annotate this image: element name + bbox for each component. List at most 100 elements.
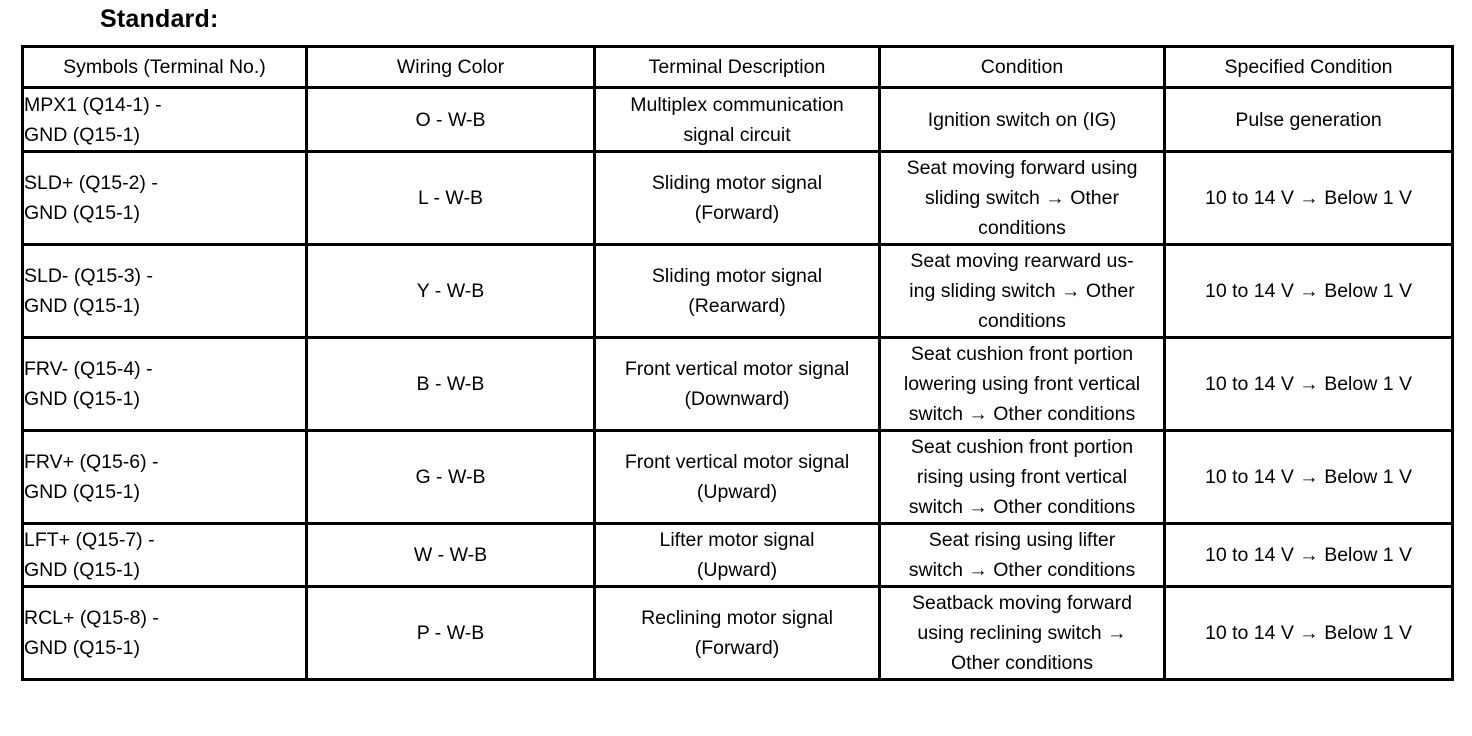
condition-line-3: conditions (978, 310, 1066, 332)
table-row: SLD+ (Q15-2) - GND (Q15-1) L - W-B Slidi… (21, 150, 1454, 246)
condition-line-1: Seat rising using lifter (928, 529, 1116, 551)
symbol-line-2: GND (Q15-1) (24, 295, 140, 317)
condition-line-1: Seat moving forward using (906, 157, 1138, 179)
symbol-line-2: GND (Q15-1) (24, 123, 140, 146)
column-header-terminal-description: Terminal Description (593, 45, 881, 89)
column-header-specified-condition-label: Specified Condition (1224, 56, 1393, 78)
symbol-line-1: SLD+ (Q15-2) - (24, 172, 158, 194)
cell-wiring-color: W - W-B (305, 522, 596, 588)
condition-line-1: Seatback moving forward (911, 592, 1133, 614)
symbol-line-2: GND (Q15-1) (24, 637, 140, 659)
cell-symbols: LFT+ (Q15-7) - GND (Q15-1) (21, 522, 308, 588)
condition-line-1: Seat moving rearward us- (910, 250, 1134, 272)
cell-wiring-color: Y - W-B (305, 243, 596, 339)
description-line-1: Reclining motor signal (641, 607, 833, 629)
cell-wiring-color: O - W-B (305, 86, 596, 153)
cell-terminal-description: Sliding motor signal (Forward) (593, 150, 881, 246)
cell-symbols: FRV+ (Q15-6) - GND (Q15-1) (21, 429, 308, 525)
column-header-condition-label: Condition (980, 56, 1064, 78)
cell-wiring-color: P - W-B (305, 585, 596, 681)
cell-condition: Seat moving forward using sliding switch… (878, 150, 1166, 246)
column-header-symbols-label: Symbols (Terminal No.) (63, 56, 266, 78)
table-row: FRV- (Q15-4) - GND (Q15-1) B - W-B Front… (21, 336, 1454, 432)
description-line-2: (Forward) (694, 637, 780, 659)
table-row: LFT+ (Q15-7) - GND (Q15-1) W - W-B Lifte… (21, 522, 1454, 588)
cell-terminal-description: Front vertical motor signal (Downward) (593, 336, 881, 432)
table-row: MPX1 (Q14-1) - GND (Q15-1) O - W-B Multi… (21, 86, 1454, 153)
cell-symbols: RCL+ (Q15-8) - GND (Q15-1) (21, 585, 308, 681)
cell-condition: Seat cushion front portion rising using … (878, 429, 1166, 525)
condition-line-2: sliding switch → Other (925, 187, 1119, 209)
cell-terminal-description: Sliding motor signal (Rearward) (593, 243, 881, 339)
description-line-1: Multiplex communication (630, 93, 844, 116)
condition-line-3: Other conditions (951, 652, 1093, 674)
symbol-line-1: LFT+ (Q15-7) - (24, 529, 155, 551)
description-line-2: (Upward) (696, 559, 778, 581)
standard-spec-table: Symbols (Terminal No.) Wiring Color Term… (21, 45, 1454, 681)
description-line-2: (Upward) (696, 481, 778, 503)
page-title: Standard: (100, 5, 219, 33)
cell-terminal-description: Lifter motor signal (Upward) (593, 522, 881, 588)
condition-line-1: Seat cushion front portion (910, 343, 1134, 365)
symbol-line-1: FRV+ (Q15-6) - (24, 451, 159, 473)
symbol-line-2: GND (Q15-1) (24, 388, 140, 410)
symbol-line-2: GND (Q15-1) (24, 481, 140, 503)
cell-specified-condition: 10 to 14 V → Below 1 V (1163, 336, 1454, 432)
cell-symbols: FRV- (Q15-4) - GND (Q15-1) (21, 336, 308, 432)
table-body: MPX1 (Q14-1) - GND (Q15-1) O - W-B Multi… (21, 86, 1454, 681)
symbol-line-1: SLD- (Q15-3) - (24, 265, 153, 287)
cell-condition: Seat cushion front portion lowering usin… (878, 336, 1166, 432)
table-row: SLD- (Q15-3) - GND (Q15-1) Y - W-B Slidi… (21, 243, 1454, 339)
cell-terminal-description: Reclining motor signal (Forward) (593, 585, 881, 681)
description-line-1: Sliding motor signal (651, 172, 823, 194)
table-row: RCL+ (Q15-8) - GND (Q15-1) P - W-B Recli… (21, 585, 1454, 681)
description-line-2: (Rearward) (688, 295, 786, 317)
cell-specified-condition: 10 to 14 V → Below 1 V (1163, 429, 1454, 525)
symbol-line-1: RCL+ (Q15-8) - (24, 607, 159, 629)
cell-symbols: SLD- (Q15-3) - GND (Q15-1) (21, 243, 308, 339)
cell-specified-condition: Pulse generation (1163, 86, 1454, 153)
cell-terminal-description: Multiplex communication signal circuit (593, 86, 881, 153)
column-header-specified-condition: Specified Condition (1163, 45, 1454, 89)
description-line-2: signal circuit (683, 123, 791, 146)
description-line-1: Lifter motor signal (659, 529, 815, 551)
description-line-2: (Downward) (684, 388, 790, 410)
column-header-condition: Condition (878, 45, 1166, 89)
condition-line-3: conditions (978, 217, 1066, 239)
description-line-1: Front vertical motor signal (624, 451, 850, 473)
table-head: Symbols (Terminal No.) Wiring Color Term… (21, 45, 1454, 89)
condition-line-2: lowering using front vertical (903, 373, 1141, 395)
standard-spec-table-wrapper: Symbols (Terminal No.) Wiring Color Term… (21, 45, 1454, 681)
cell-wiring-color: G - W-B (305, 429, 596, 525)
condition-line-2: using reclining switch → (917, 622, 1127, 644)
condition-line-3: switch → Other conditions (908, 496, 1136, 518)
table-row: FRV+ (Q15-6) - GND (Q15-1) G - W-B Front… (21, 429, 1454, 525)
cell-wiring-color: B - W-B (305, 336, 596, 432)
condition-line-3: switch → Other conditions (908, 403, 1136, 425)
cell-terminal-description: Front vertical motor signal (Upward) (593, 429, 881, 525)
cell-condition: Seatback moving forward using reclining … (878, 585, 1166, 681)
description-line-1: Sliding motor signal (651, 265, 823, 287)
condition-line-2: ing sliding switch → Other (909, 280, 1135, 302)
cell-wiring-color: L - W-B (305, 150, 596, 246)
cell-condition: Seat rising using lifter switch → Other … (878, 522, 1166, 588)
column-header-terminal-description-label: Terminal Description (648, 56, 826, 78)
condition-line-2: switch → Other conditions (908, 559, 1136, 581)
cell-condition: Seat moving rearward us- ing sliding swi… (878, 243, 1166, 339)
symbol-line-1: FRV- (Q15-4) - (24, 358, 153, 380)
column-header-symbols: Symbols (Terminal No.) (21, 45, 308, 89)
condition-line-1: Ignition switch on (IG) (927, 108, 1117, 131)
symbol-line-2: GND (Q15-1) (24, 559, 140, 581)
cell-condition: Ignition switch on (IG) (878, 86, 1166, 153)
cell-specified-condition: 10 to 14 V → Below 1 V (1163, 585, 1454, 681)
table-header-row: Symbols (Terminal No.) Wiring Color Term… (21, 45, 1454, 89)
description-line-1: Front vertical motor signal (624, 358, 850, 380)
condition-line-1: Seat cushion front portion (910, 436, 1134, 458)
condition-line-2: rising using front vertical (916, 466, 1128, 488)
symbol-line-2: GND (Q15-1) (24, 202, 140, 224)
cell-symbols: SLD+ (Q15-2) - GND (Q15-1) (21, 150, 308, 246)
column-header-wiring-color: Wiring Color (305, 45, 596, 89)
cell-symbols: MPX1 (Q14-1) - GND (Q15-1) (21, 86, 308, 153)
symbol-line-1: MPX1 (Q14-1) - (24, 93, 162, 116)
column-header-wiring-color-label: Wiring Color (396, 56, 505, 78)
